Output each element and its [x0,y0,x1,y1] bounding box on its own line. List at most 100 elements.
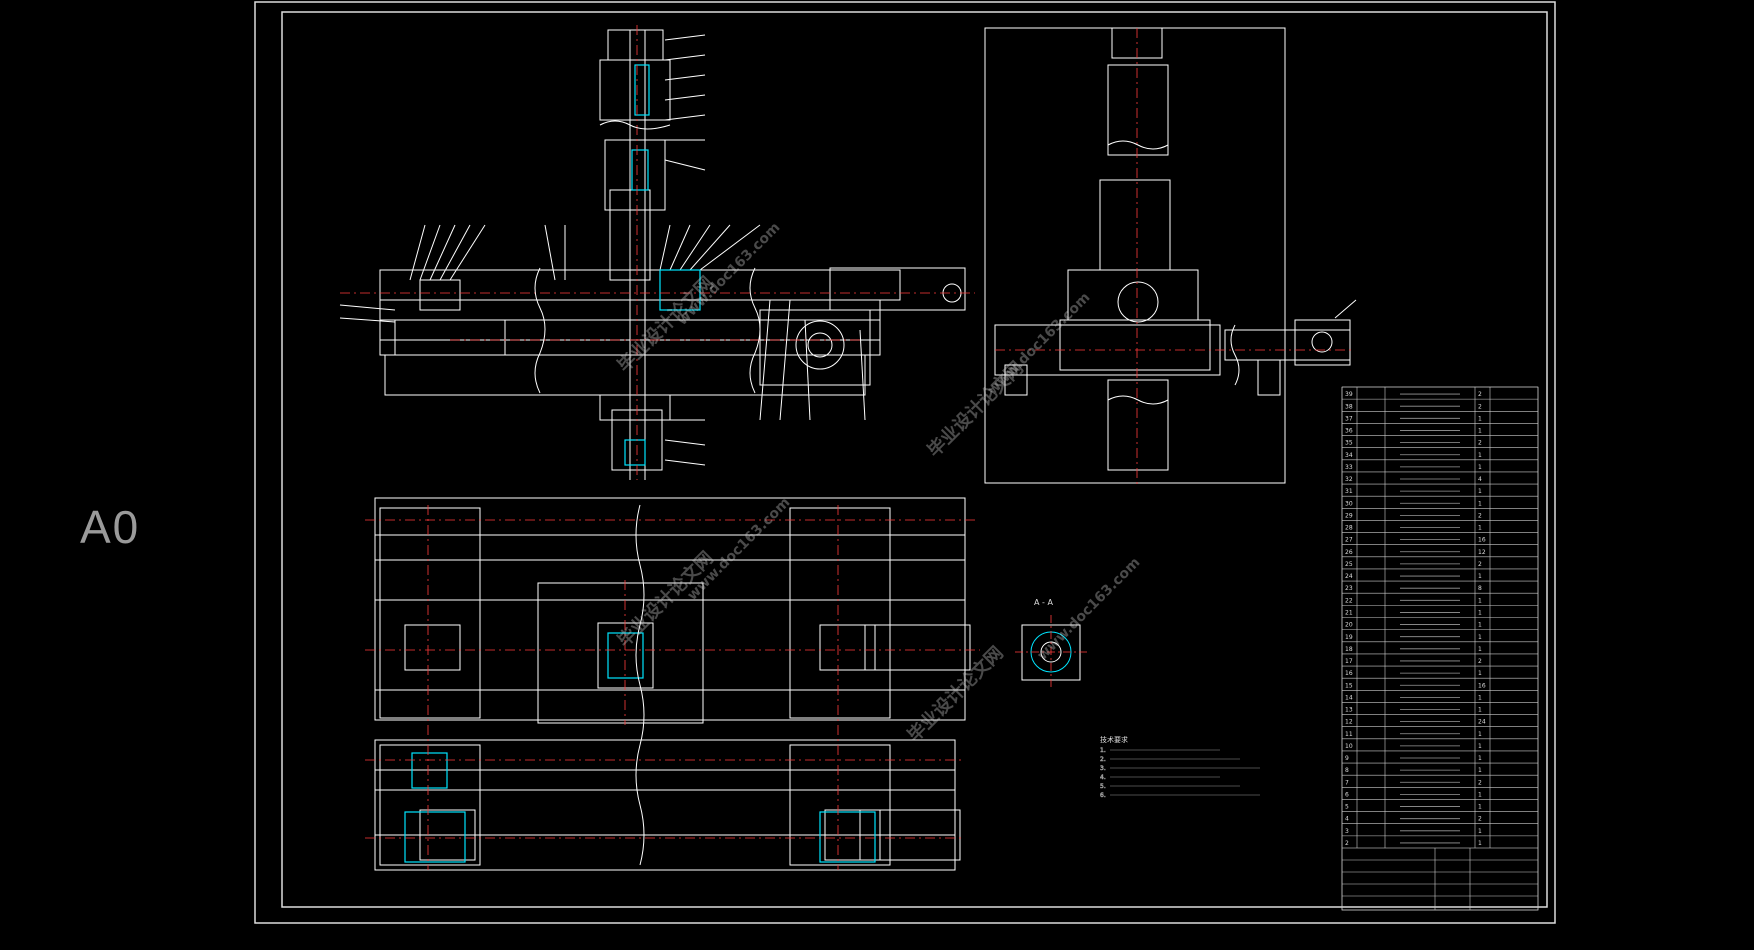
bom-row-quantity: 2 [1478,403,1482,410]
bom-row-quantity: 1 [1478,634,1482,641]
bom-row-number: 35 [1345,440,1353,447]
front-view-break-lines [534,120,761,394]
side-view-centerlines [995,28,1355,485]
bom-row-quantity: 1 [1478,840,1482,847]
bom-row-quantity: 1 [1478,464,1482,471]
bom-row-number: 8 [1345,767,1349,774]
bom-row-quantity: 1 [1478,452,1482,459]
bom-row-quantity: 1 [1478,670,1482,677]
bom-row-number: 18 [1345,646,1353,653]
bom-row-number: 22 [1345,597,1353,604]
bom-row-number: 16 [1345,670,1353,677]
inner-border [281,11,1548,908]
bom-row-quantity: 24 [1478,719,1486,726]
bom-row-number: 15 [1345,682,1353,689]
bom-row-quantity: 2 [1478,440,1482,447]
bom-row-number: 29 [1345,512,1353,519]
bom-row-number: 36 [1345,428,1353,435]
tech-requirement-item: 4. [1100,774,1106,781]
top-view-centerlines [365,505,980,870]
front-view-centerlines [340,25,975,480]
section-label: A - A [1034,598,1053,607]
bom-row-number: 17 [1345,658,1353,665]
bom-row-quantity: 1 [1478,646,1482,653]
bom-row-quantity: 4 [1478,476,1482,483]
section-a-a-centerlines [1015,615,1090,690]
outer-border [254,1,1556,924]
tech-requirements-title: 技术要求 [1100,735,1128,744]
side-view [984,27,1357,484]
front-view-sections [624,64,701,466]
bom-row-quantity: 2 [1478,512,1482,519]
bom-row-number: 10 [1345,743,1353,750]
bom-row-quantity: 2 [1478,561,1482,568]
bom-row-number: 14 [1345,694,1353,701]
bom-row-quantity: 1 [1478,610,1482,617]
tech-requirement-item: 2. [1100,756,1106,763]
bom-row-number: 4 [1345,816,1349,823]
bom-row-number: 37 [1345,415,1353,422]
side-view-break-lines [1107,140,1240,405]
bom-row-number: 9 [1345,755,1349,762]
bom-row-number: 32 [1345,476,1353,483]
bom-row-quantity: 1 [1478,622,1482,629]
bom-row-number: 26 [1345,549,1353,556]
bom-row-quantity: 1 [1478,500,1482,507]
bom-row-quantity: 1 [1478,755,1482,762]
top-view [374,497,971,871]
bom-row-number: 7 [1345,779,1349,786]
bom-row-number: 27 [1345,537,1353,544]
bom-row-quantity: 1 [1478,804,1482,811]
bom-row-quantity: 1 [1478,415,1482,422]
bom-row-quantity: 1 [1478,731,1482,738]
bom-row-quantity: 1 [1478,428,1482,435]
tech-requirement-item: 6. [1100,792,1106,799]
bom-row-quantity: 2 [1478,391,1482,398]
bom-row-number: 24 [1345,573,1353,580]
bom-row-number: 34 [1345,452,1353,459]
top-view-section-details [404,632,876,863]
bom-row-quantity: 1 [1478,694,1482,701]
bom-row-quantity: 1 [1478,743,1482,750]
bom-row-quantity: 8 [1478,585,1482,592]
bom-row-quantity: 1 [1478,707,1482,714]
bom-row-quantity: 2 [1478,658,1482,665]
bom-row-number: 13 [1345,707,1353,714]
bom-table [1341,386,1539,911]
tech-requirement-item: 5. [1100,783,1106,790]
bom-row-number: 28 [1345,525,1353,532]
tech-requirement-item: 3. [1100,765,1106,772]
bom-row-number: 23 [1345,585,1353,592]
title-block [1341,847,1539,911]
bom-row-quantity: 12 [1478,549,1486,556]
bom-row-number: 19 [1345,634,1353,641]
bom-row-quantity: 1 [1478,791,1482,798]
bom-row-quantity: 1 [1478,767,1482,774]
bom-row-number: 31 [1345,488,1353,495]
bom-row-number: 25 [1345,561,1353,568]
bom-row-quantity: 1 [1478,525,1482,532]
bom-row-number: 5 [1345,804,1349,811]
bom-row-quantity: 1 [1478,597,1482,604]
bom-row-number: 21 [1345,610,1353,617]
bom-row-number: 6 [1345,791,1349,798]
bom-row-quantity: 1 [1478,488,1482,495]
bom-row-number: 12 [1345,719,1353,726]
bom-row-quantity: 16 [1478,537,1486,544]
sheet-size-label: A0 [80,501,141,553]
bom-row-quantity: 1 [1478,828,1482,835]
bom-row-number: 11 [1345,731,1353,738]
front-view [339,29,966,480]
bom-row-number: 38 [1345,403,1353,410]
tech-requirements: 技术要求 1.2.3.4.5.6. [1100,735,1260,799]
bom-row-quantity: 2 [1478,816,1482,823]
top-view-break-lines [635,504,645,866]
bom-row-number: 3 [1345,828,1349,835]
bom-row-number: 33 [1345,464,1353,471]
bom-row-number: 2 [1345,840,1349,847]
bom-row-number: 20 [1345,622,1353,629]
bom-row-quantity: 1 [1478,573,1482,580]
